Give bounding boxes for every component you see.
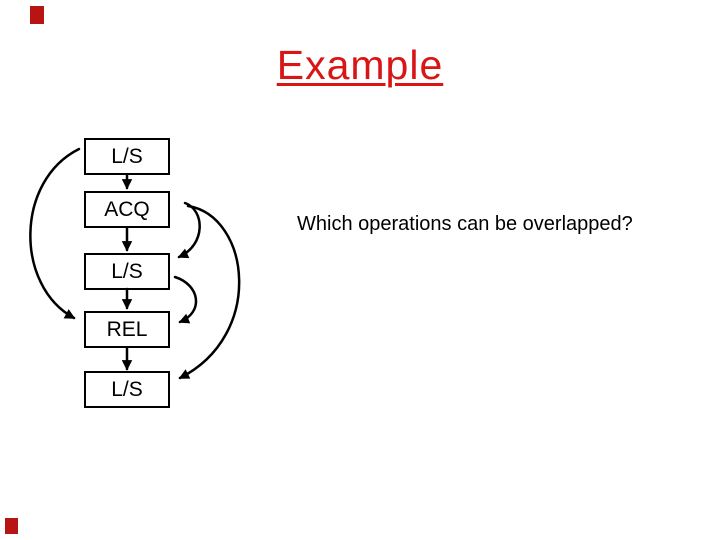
flow-box-label: L/S — [111, 378, 143, 401]
flow-box-rel-4: REL — [84, 311, 170, 348]
slide-title: Example — [276, 42, 444, 88]
curved-arrow-right-acq-to-ls3 — [177, 201, 201, 259]
flow-box-ls-3: L/S — [84, 253, 170, 290]
curved-arrow-right-ls3-to-rel — [173, 275, 198, 324]
corner-mark-top-left — [30, 6, 44, 24]
flow-box-label: L/S — [111, 260, 143, 283]
curved-arrow-right-acq-to-ls5 — [178, 204, 241, 380]
curved-arrow-left-ls1-to-rel — [29, 147, 81, 320]
flow-box-ls-5: L/S — [84, 371, 170, 408]
question-text: Which operations can be overlapped? — [297, 213, 633, 235]
flow-box-acq-2: ACQ — [84, 191, 170, 228]
flow-box-ls-1: L/S — [84, 138, 170, 175]
flow-box-label: L/S — [111, 145, 143, 168]
flow-box-label: ACQ — [104, 198, 150, 221]
flow-box-label: REL — [106, 318, 148, 341]
corner-mark-bottom-left — [5, 518, 18, 534]
